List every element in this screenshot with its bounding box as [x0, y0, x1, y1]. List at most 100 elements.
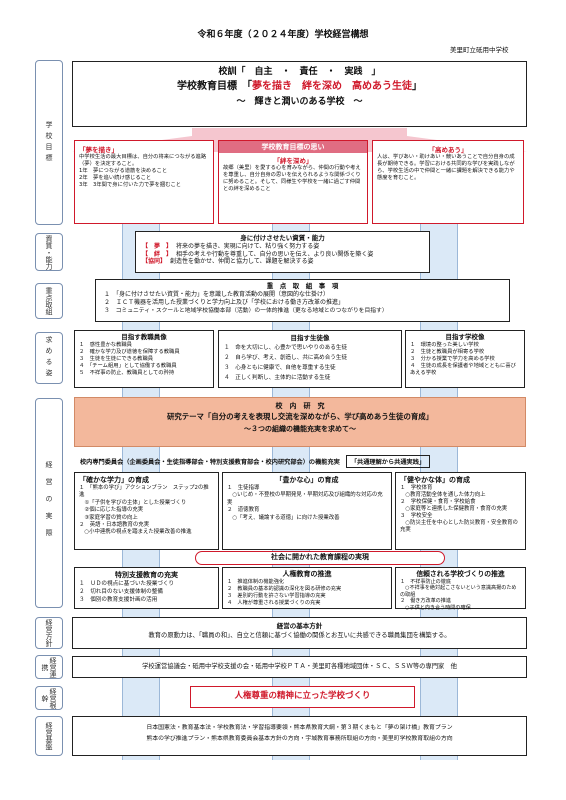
ability-row: 【協同】創造性を働かせ、仲間と協力して、課題を解決する姿: [142, 258, 314, 266]
practice-academic-item: １ 「熊本の学び」アクションプラン ステップ2の推進: [79, 485, 209, 499]
goal-center-box: 学校教育目標の思い 「絆を深め」 故郷（美里）を愛する心を育みながら、仲間の行動…: [218, 140, 368, 224]
school-figure-title: 目指す学校像: [445, 333, 485, 341]
school-figure-item: ２ 生徒と教職員が相寄る学校: [410, 349, 485, 355]
side-practice: 経営の実際: [35, 398, 63, 608]
teacher-figure-item: ５ 不祥事の防止、教職員としての矜持: [79, 370, 175, 376]
practice-academic-title: 「確かな学力」の育成: [79, 476, 149, 484]
ability-row: 【 夢 】将来の夢を描き、実現に向けて、粘り強く努力する姿: [142, 243, 320, 250]
trusted-school-item: ２ 働き方改革の推進: [400, 598, 451, 605]
side-policy: 経営方針: [35, 617, 63, 649]
school-goal: 学校教育目標 「夢を描き 絆を深め 高めあう生徒」: [177, 81, 422, 92]
committee-bar: 校内専門委員会（企画委員会・生徒指導部会・特別支援教育部会・校内研究部会）の機能…: [80, 454, 528, 468]
goal-bond-title: 「絆を深め」: [273, 157, 313, 165]
focus-item: １ 「身に付けさせたい資質・能力」を意識した教育活動の展開（意図的な仕掛け）: [104, 291, 330, 298]
ability-row: 【 絆 】相手の考えや行動を尊重して、自分の思いを伝え、より良い関係を築く姿: [142, 250, 374, 258]
student-figure-item: １ 命を大切にし、心豊かで思いやりのある生徒: [224, 345, 348, 351]
side-goal: 学校目標: [35, 60, 63, 225]
base-box: 日本国憲法・教育基本法・学校教育法・学習指導要領・熊本県教育大綱・第３期くまもと…: [72, 716, 527, 756]
student-figure-box: 目指す生徒像 １ 命を大切にし、心豊かで思いやりのある生徒 ２ 自ら学び、考え、…: [218, 330, 402, 388]
focus-box: 重 点 取 組 事 項 １ 「身に付けさせたい資質・能力」を意識した教育活動の展…: [95, 279, 510, 322]
focus-title: 重 点 取 組 事 項: [266, 282, 339, 290]
practice-academic-item: ③家庭学習の質の向上: [79, 514, 138, 521]
practice-body-item: ○防災主任を中心とした防災教育・安全教育の充実: [400, 520, 518, 533]
committee-tag: 「共通理解から共通実践」: [345, 454, 431, 468]
committee-text: 校内専門委員会（企画委員会・生徒指導部会・特別支援教育部会・校内研究部会）の機能…: [80, 458, 340, 466]
side-base: 経営基盤: [35, 716, 63, 756]
practice-body-item: １ 学校体育: [400, 485, 433, 491]
practice-academic-item: ②個に応じた指導の充実: [79, 507, 144, 514]
trusted-school-item: ○子供と向き合う時間の確保: [400, 604, 471, 611]
school-figure-item: １ 環境の整った美しい学校: [410, 342, 479, 348]
practice-body-item: ○教育活動全体を通した体力向上: [400, 492, 486, 498]
policy-text: 教育の原動力は、「職員の和」、自立と信頼に基づく協働の関係とお互いに共感できる職…: [148, 632, 451, 639]
base-text: 日本国憲法・教育基本法・学校教育法・学習指導要領・熊本県教育大綱・第３期くまもと…: [146, 725, 453, 731]
curriculum-banner: 社会に開かれた教育課程の実現: [195, 551, 445, 565]
research-banner: 校 内 研 究 研究テーマ「自分の考えを表現し交流を深めながら、学び高めあう生徒…: [74, 397, 526, 447]
trusted-school-item: ○不祥事を絶対起こさないという意識高揚のための取組: [400, 585, 517, 598]
school-figure-item: ４ 生徒の成長を保護者や地域とともに喜びあえる学校: [410, 363, 516, 376]
teacher-figure-box: 目指す教職員像 １ 感性豊かな教職員 ２ 確かな学力及び道徳を保障する教職員 ３…: [74, 330, 214, 388]
practice-heart-title: 「豊かな心」の育成: [275, 476, 339, 484]
practice-heart-item: ２ 道徳教育: [227, 507, 260, 514]
human-rights-item: ３ 差別的行動を許さない学習指導の充実: [227, 593, 326, 599]
cooperation-box: 学校運営協議会・砥用中学校支援の会・砥用中学校ＰＴＡ・美里町各種地域団体・ＳＣ、…: [72, 656, 527, 678]
student-figure-title: 目指す生徒像: [290, 334, 330, 342]
school-motto: 校訓「 自主 ・ 責任 ・ 実践 」: [218, 67, 381, 77]
trusted-school-title: 信頼される学校づくりの推進: [416, 570, 505, 578]
trusted-school-box: 信頼される学校づくりの推進 １ 不祥事防止の徹底 ○不祥事を絶対起こさないという…: [395, 567, 526, 611]
practice-heart-box: 「豊かな心」の育成 １ 生徒指導 ○いじめ・不登校の早期発見・早期対応及び組織的…: [222, 472, 392, 550]
practice-academic-item: ２ 英語・日本語教育の充実: [79, 522, 150, 529]
trusted-school-item: １ 不祥事防止の徹底: [400, 579, 451, 585]
student-figure-item: ４ 正しく判断し、主体的に活動する生徒: [224, 375, 331, 381]
human-rights-box: 人権教育の推進 １ 推進体制の機能強化 ２ 教職員の基本的認識の深化を図る研修の…: [222, 567, 392, 609]
side-cooperation: 経営連携: [35, 655, 63, 679]
side-root: 経営根幹: [35, 686, 63, 710]
human-rights-item: ４ 人権が尊重される授業づくりの充実: [227, 600, 321, 606]
ability-box: 身に付けさせたい資質・能力 【 夢 】将来の夢を描き、実現に向けて、粘り強く努力…: [135, 231, 430, 273]
special-support-title: 特別支援教育の充実: [115, 571, 178, 579]
practice-body-box: 「健やかな体」の育成 １ 学校体育 ○教育活動全体を通した体力向上 ２ 学校保健…: [395, 472, 526, 550]
teacher-figure-item: ２ 確かな学力及び道徳を保障する教職員: [79, 349, 180, 355]
policy-box: 経営の基本方針 教育の原動力は、「職員の和」、自立と信頼に基づく協働の関係とお互…: [72, 617, 527, 649]
focus-item: ３ コミュニティ・スクールと地域学校協働本部（活動）の一体的推進（更なる地域との…: [104, 308, 388, 314]
goal-raise-title: 「高めあう」: [428, 146, 468, 154]
practice-academic-box: 「確かな学力」の育成 １ 「熊本の学び」アクションプラン ステップ2の推進 ①「…: [74, 472, 219, 550]
practice-body-item: ２ 学校保健・食育・学校給食: [400, 499, 476, 505]
school-figure-item: ３ 分かる授業で学力を高める学校: [410, 356, 495, 362]
goal-raise-text: 人は、学びあい・助けあい・競いあうことで自分自身の成長が期待できる。学習における…: [377, 154, 515, 181]
goal-dream-box: 「夢を描き」 中学校生活の最大目標は、自分の将来につながる進路（夢）を決定するこ…: [74, 140, 214, 224]
teacher-figure-title: 目指す教職員像: [121, 333, 167, 341]
research-title: 校 内 研 究: [275, 402, 325, 410]
policy-title: 経営の基本方針: [276, 622, 323, 630]
page-title: 令和６年度（２０２４年度）学校経営構想: [197, 30, 369, 40]
practice-heart-item: ○「考え、議論する道徳」に向けた授業改善: [227, 514, 340, 521]
research-sub: 〜３つの組織の機能充実を求めて〜: [244, 425, 356, 433]
goal-bond-text: 故郷（美里）を愛する心を育みながら、仲間の行動や考えを尊重し、自分自身の思いを伝…: [223, 165, 361, 192]
ability-title: 身に付けさせたい資質・能力: [240, 234, 325, 242]
teacher-figure-item: ３ 生徒を生徒にできる教職員: [79, 356, 154, 362]
goal-dream-title: 「夢を描き」: [79, 146, 118, 154]
practice-heart-item: １ 生徒指導: [227, 485, 260, 491]
special-support-item: １ ＵＤの視点に基づいた授業づくり: [79, 581, 175, 587]
practice-body-item: ３ 学校安全: [400, 513, 433, 519]
motto-box: 校訓「 自主 ・ 責任 ・ 実践 」 学校教育目標 「夢を描き 絆を深め 高めあ…: [72, 61, 527, 127]
root-box: 人権尊重の精神に立った学校づくり: [190, 686, 415, 708]
teacher-figure-item: １ 感性豊かな教職員: [79, 342, 132, 348]
school-slogan: 〜 輝きと潤いのある学校 〜: [236, 97, 363, 107]
goal-raise-box: 「高めあう」 人は、学びあい・助けあい・競いあうことで自分自身の成長が期待できる…: [372, 140, 524, 224]
focus-item: ２ ＩＣＴ機器を活用した授業づくりと学力向上及び「学校における働き方改革の推進」: [104, 299, 345, 306]
research-theme: 研究テーマ「自分の考えを表現し交流を深めながら、学び高めあう生徒の育成」: [166, 412, 434, 421]
side-focus: 重点取組: [35, 283, 63, 319]
practice-academic-item: ○小中連携の視点を踏まえた授業改善の推進: [79, 529, 192, 536]
side-ability: 資質・能力: [35, 233, 63, 271]
cooperation-text: 学校運営協議会・砥用中学校支援の会・砥用中学校ＰＴＡ・美里町各種地域団体・ＳＣ、…: [142, 663, 457, 670]
base-text: 熊本の学び推進プラン・熊本県教育委員会基本方針の方向・宇城教育事務所取組の方向・…: [146, 736, 453, 742]
side-figure: 求める姿: [35, 332, 63, 384]
practice-body-item: ○家庭等と連携した保健教育・食育の充実: [400, 506, 508, 512]
goal-dream-text: 中学校生活の最大目標は、自分の将来につながる進路（夢）を決定すること。 1年 夢…: [79, 154, 207, 188]
student-figure-item: ３ 心身ともに健康で、自他を尊重する生徒: [224, 365, 336, 371]
human-rights-title: 人権教育の推進: [282, 570, 332, 578]
root-text: 人権尊重の精神に立った学校づくり: [234, 691, 371, 701]
school-figure-box: 目指す学校像 １ 環境の整った美しい学校 ２ 生徒と教職員が相寄る学校 ３ 分か…: [405, 330, 525, 388]
practice-heart-item: ○いじめ・不登校の早期発見・早期対応及び組織的な対応の充実: [227, 492, 383, 506]
